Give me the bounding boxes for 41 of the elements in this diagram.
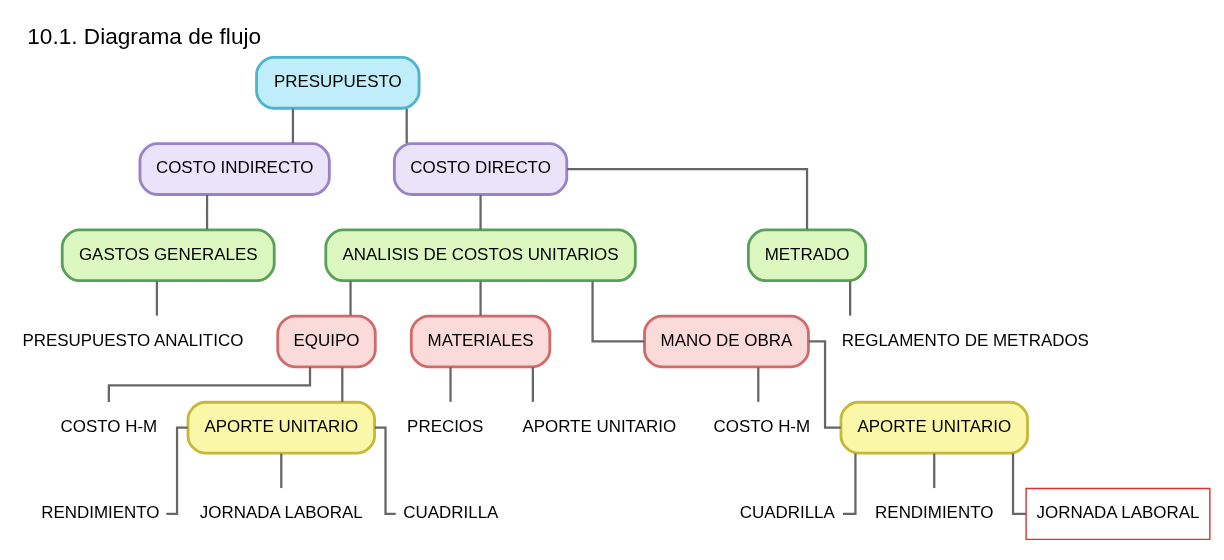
- node-box: MANO DE OBRA: [643, 314, 810, 369]
- node-text: PRESUPUESTO ANALITICO: [22, 330, 244, 350]
- connector: [757, 367, 760, 402]
- connector: [280, 453, 283, 489]
- node-text: RENDIMIENTO: [875, 503, 994, 523]
- node-box: METRADO: [746, 228, 868, 283]
- node-box: GASTOS GENERALES: [60, 228, 276, 283]
- node-text: JORNADA LABORAL: [199, 503, 363, 523]
- node-text: APORTE UNITARIO: [522, 417, 677, 437]
- connector: [479, 281, 482, 316]
- node-box: COSTO DIRECTO: [392, 142, 569, 196]
- node-text: CUADRILLA: [739, 503, 835, 523]
- node-text: REGLAMENTO DE METRADOS: [841, 330, 1089, 350]
- connector: [567, 167, 809, 230]
- connector: [405, 108, 408, 144]
- node-text: CUADRILLA: [403, 503, 499, 523]
- connector: [933, 453, 936, 489]
- connector: [291, 108, 295, 144]
- connector: [205, 194, 209, 230]
- node-box: MATERIALES: [409, 314, 552, 369]
- node-box: ANALISIS DE COSTOS UNITARIOS: [324, 228, 637, 283]
- node-box: EQUIPO: [276, 314, 377, 369]
- diagram-title: 10.1. Diagrama de flujo: [27, 24, 262, 50]
- connector: [591, 281, 645, 343]
- connector: [449, 367, 452, 402]
- node-box: APORTE UNITARIO: [186, 400, 376, 455]
- node-box: JORNADA LABORAL: [1025, 487, 1211, 541]
- node-text: RENDIMIENTO: [41, 503, 160, 523]
- connector: [1011, 453, 1026, 516]
- connector: [349, 281, 352, 316]
- connector: [479, 194, 482, 230]
- node-text: COSTO H-M: [713, 417, 811, 437]
- connector: [341, 367, 344, 402]
- node-box: PRESUPUESTO: [255, 56, 421, 110]
- node-box: APORTE UNITARIO: [839, 400, 1029, 455]
- node-text: PRECIOS: [407, 417, 484, 437]
- connector: [155, 281, 159, 316]
- connector: [849, 281, 852, 316]
- node-box: COSTO INDIRECTO: [138, 142, 331, 196]
- node-text: COSTO H-M: [60, 417, 158, 437]
- connector: [531, 367, 534, 402]
